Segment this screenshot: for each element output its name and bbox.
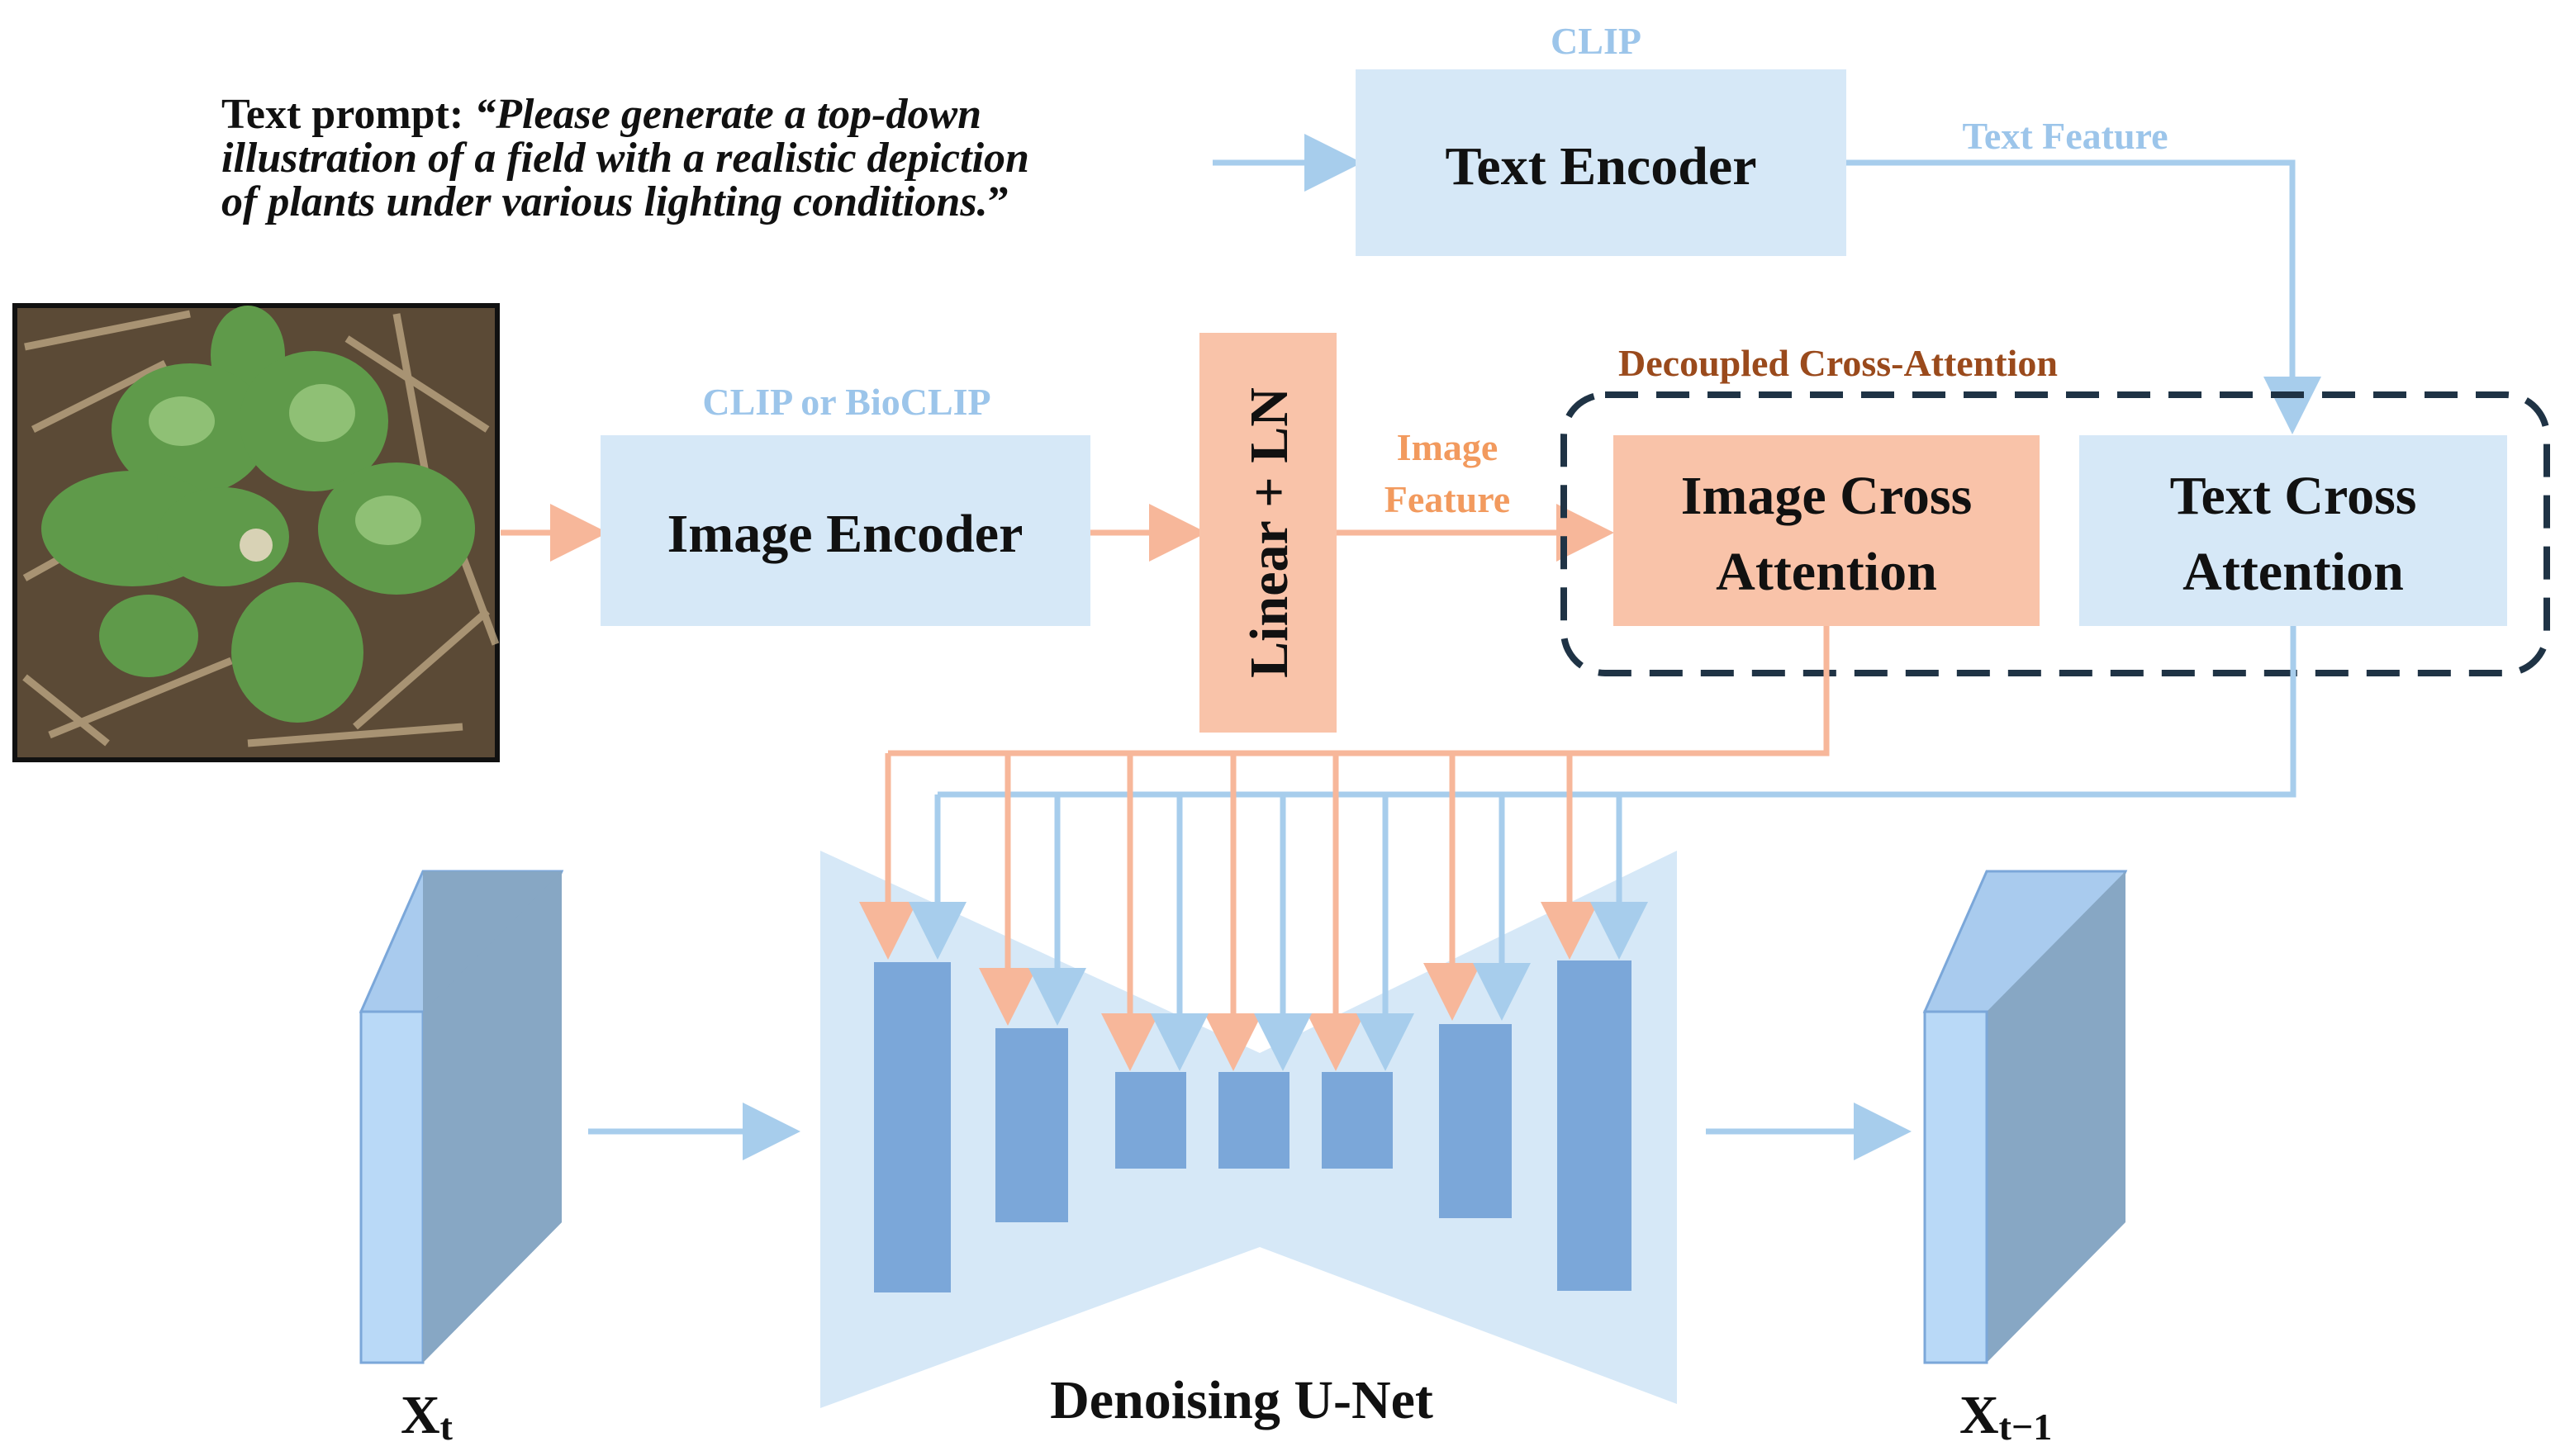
image-cross-attention-box	[1613, 435, 2040, 626]
text-prompt-line-1: Text prompt: “Please generate a top-down	[221, 91, 981, 138]
unet-block	[1322, 1072, 1393, 1169]
input-latent-label: Xt	[401, 1385, 454, 1448]
unet-block	[1439, 1024, 1512, 1218]
image-feature-label-line-2: Feature	[1384, 478, 1510, 520]
text-prompt-quote-start: “Please generate a top-down	[474, 91, 981, 138]
text-feature-label: Text Feature	[1962, 115, 2168, 157]
text-cross-attention-box	[2079, 435, 2507, 626]
image-encoder-label: Image Encoder	[667, 504, 1024, 564]
image-cross-attention-label-1: Image Cross	[1681, 466, 1973, 526]
text-cross-distribution-line	[938, 626, 2296, 798]
unet-block	[1115, 1072, 1186, 1169]
text-prompt-line-2: illustration of a field with a realistic…	[221, 135, 1029, 182]
text-prompt-close-quote: ”	[988, 178, 1009, 225]
blue-injection-arrows	[909, 794, 1648, 1071]
unet-block	[1218, 1072, 1289, 1169]
output-latent-label: Xt−1	[1959, 1385, 2052, 1448]
orange-injection-arrows	[859, 753, 1598, 1071]
unet-block	[874, 962, 951, 1292]
linear-ln-box	[1199, 333, 1337, 733]
image-cross-attention-label-2: Attention	[1716, 542, 1937, 602]
text-encoder-header: CLIP	[1551, 20, 1641, 62]
image-encoder-header: CLIP or BioCLIP	[702, 381, 990, 423]
output-latent-cube	[1922, 870, 2128, 1364]
text-prompt-prefix: Text prompt:	[221, 91, 474, 138]
unet-block	[1557, 960, 1631, 1291]
text-prompt: Text prompt: “Please generate a top-down…	[221, 91, 1029, 225]
unet-blocks	[874, 960, 1631, 1292]
decoupled-title: Decoupled Cross-Attention	[1618, 342, 2058, 384]
unet-label: Denoising U-Net	[1050, 1370, 1433, 1430]
input-plant-image	[12, 303, 500, 762]
text-prompt-line-3: of plants under various lighting conditi…	[221, 178, 1009, 225]
text-encoder-label: Text Encoder	[1445, 136, 1756, 197]
text-encoder-box	[1356, 69, 1846, 256]
linear-ln-label: Linear + LN	[1239, 387, 1299, 678]
image-cross-distribution-line	[888, 626, 1830, 756]
text-prompt-line-3-text: of plants under various lighting conditi…	[221, 178, 988, 225]
input-latent-cube	[359, 870, 564, 1364]
text-cross-attention-label-1: Text Cross	[2170, 466, 2417, 526]
text-feature-arrow	[1846, 159, 2321, 434]
image-encoder-box	[601, 435, 1090, 626]
image-feature-label-line-1: Image	[1397, 426, 1498, 468]
unet-block	[995, 1028, 1068, 1222]
text-cross-attention-label-2: Attention	[2182, 542, 2404, 602]
